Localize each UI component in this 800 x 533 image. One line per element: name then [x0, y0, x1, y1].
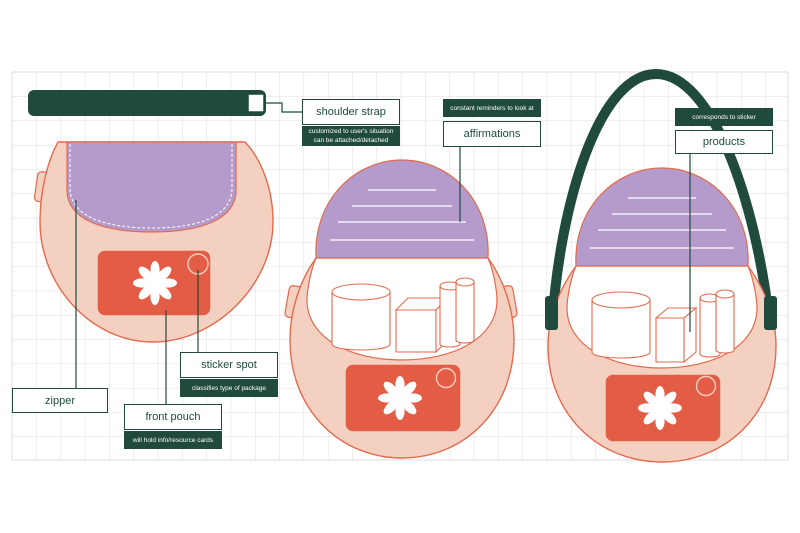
shoulder-strap-illustration [28, 90, 302, 116]
note-front-pouch: will hold info/resource cards [124, 431, 222, 449]
note-shoulder-strap: customized to user's situation can be at… [302, 126, 400, 146]
label-products: products [675, 130, 773, 154]
label-affirmations: affirmations [443, 121, 541, 147]
label-front-pouch: front pouch [124, 404, 222, 430]
label-zipper: zipper [12, 388, 108, 413]
note-shoulder-strap-line2: can be attached/detached [314, 136, 389, 145]
flap [67, 142, 236, 232]
note-shoulder-strap-line1: customized to user's situation [308, 127, 393, 136]
label-sticker-spot: sticker spot [180, 352, 278, 378]
note-affirmations: constant reminders to look at [443, 99, 541, 117]
label-shoulder-strap: shoulder strap [302, 99, 400, 125]
note-sticker-spot: classifies type of package [180, 379, 278, 397]
note-products: corresponds to sticker [675, 108, 773, 126]
